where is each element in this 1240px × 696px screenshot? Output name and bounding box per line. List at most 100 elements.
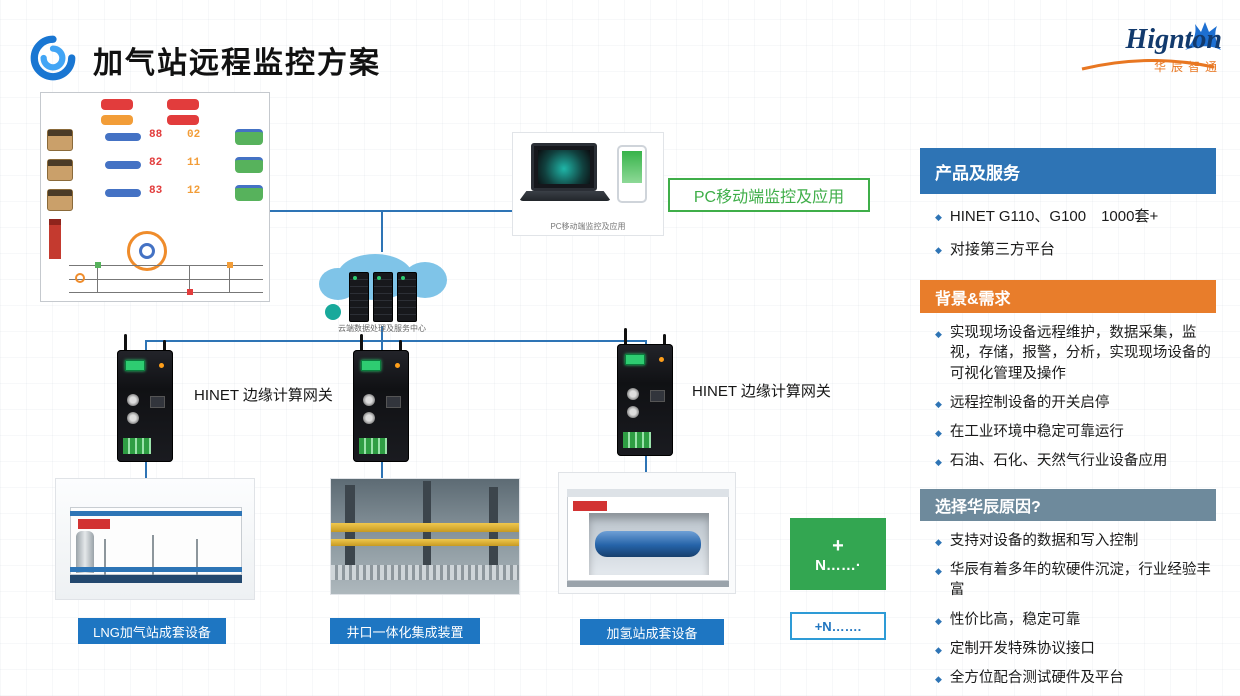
gateway-port	[127, 394, 139, 406]
gateway-label-right: HINET 边缘计算网关	[692, 383, 831, 400]
list-item-text: 在工业环境中稳定可靠运行	[949, 424, 1124, 441]
cloud-server-graphic: 云端数据处理及服务中心	[311, 248, 453, 333]
gateway-led	[659, 357, 664, 362]
pc-photo-caption: PC移动端监控及应用	[550, 222, 626, 231]
equipment-label-wellhead: 井口一体化集成装置	[330, 618, 480, 644]
more-devices-label: +N…….	[790, 612, 886, 640]
scada-label-chip	[105, 189, 141, 197]
list-item-text: HINET G110、G100 1000套+	[949, 208, 1159, 225]
brand-logo: Hignton 华辰智通	[1062, 22, 1222, 94]
terminal-block	[623, 432, 651, 448]
section-why-us-items: ◆ 支持对设备的数据和写入控制 ◆ 华辰有着多年的软硬件沉淀，行业经验丰富 ◆ …	[920, 521, 1216, 696]
gateway-screen	[125, 360, 145, 371]
lng-pipe	[104, 539, 106, 575]
ethernet-port	[650, 390, 665, 402]
antenna-icon	[124, 334, 127, 350]
scada-screenshot: 88 02 82 11 83 12	[40, 92, 270, 302]
server-tower	[397, 272, 417, 322]
security-badge-icon	[325, 304, 341, 320]
equipment-label-lng: LNG加气站成套设备	[78, 618, 226, 644]
deer-swoosh-icon	[1182, 20, 1224, 59]
compressor-cylinder	[595, 531, 701, 557]
diamond-bullet-icon: ◆	[935, 566, 942, 577]
server-tower	[349, 272, 369, 322]
gateway-port	[627, 388, 639, 400]
ethernet-port	[386, 396, 401, 408]
scada-metric: 02	[187, 129, 201, 141]
scada-metric: 12	[187, 185, 201, 197]
diamond-bullet-icon: ◆	[935, 457, 942, 468]
scada-metric: 11	[187, 157, 201, 169]
section-header-why-us: 选择华辰原因?	[920, 488, 1216, 521]
connector-line	[145, 342, 147, 352]
scada-metric: 88	[149, 129, 163, 141]
connector-line	[381, 326, 383, 342]
lng-pipe	[152, 535, 154, 575]
diamond-bullet-icon: ◆	[935, 644, 942, 655]
company-swirl-icon	[27, 32, 79, 84]
scada-button	[101, 99, 133, 110]
antenna-icon	[399, 340, 402, 350]
diamond-bullet-icon: ◆	[935, 674, 942, 685]
list-item: ◆ 远程控制设备的开关启停	[935, 393, 1212, 413]
info-panel: 产品及服务 ◆ HINET G110、G100 1000套+ ◆ 对接第三方平台…	[920, 148, 1216, 696]
scada-flow-ring	[127, 231, 167, 271]
container-roof	[567, 489, 729, 497]
connector-line	[145, 462, 147, 480]
lng-unit	[70, 507, 242, 575]
scada-pipe-line	[69, 292, 263, 293]
gateway-port	[363, 412, 375, 424]
antenna-icon	[663, 334, 666, 344]
more-devices-box: + N……·	[790, 518, 886, 590]
laptop-base	[519, 191, 611, 201]
diamond-bullet-icon: ◆	[935, 398, 942, 409]
n-ellipsis: N……·	[815, 556, 861, 574]
list-item-text: 全方位配合测试硬件及平台	[949, 670, 1124, 687]
section-background-items: ◆ 实现现场设备远程维护，数据采集，监视，存储，报警，分析，实现现场设备的可视化…	[920, 313, 1216, 489]
gateway-port	[363, 394, 375, 406]
scada-valve	[187, 289, 193, 295]
scada-label-chip	[105, 133, 141, 141]
lng-base-frame	[70, 575, 242, 583]
scada-pipe-line	[97, 265, 98, 292]
scada-pipe-line	[69, 279, 263, 280]
section-header-background: 背景&需求	[920, 280, 1216, 313]
laptop-screen	[531, 143, 597, 191]
wellhead-device-photo	[330, 478, 520, 595]
scada-button	[167, 99, 199, 110]
hydrogen-station-photo	[558, 472, 736, 594]
diamond-bullet-icon: ◆	[935, 428, 942, 439]
page-title: 加气站远程监控方案	[93, 47, 381, 80]
section-header-products: 产品及服务	[920, 148, 1216, 194]
list-item-text: 对接第三方平台	[949, 241, 1055, 258]
yellow-pipe	[331, 539, 519, 546]
scada-pipe-line	[189, 265, 190, 292]
scada-status-tile	[235, 157, 263, 173]
edge-gateway-device-3	[617, 328, 673, 456]
scada-device-thumb	[47, 129, 73, 151]
gateway-led	[159, 363, 164, 368]
connector-line	[145, 340, 647, 342]
list-item: ◆ 支持对设备的数据和写入控制	[935, 531, 1212, 551]
gateway-screen	[625, 354, 645, 365]
edge-gateway-device-1	[117, 334, 173, 462]
yellow-pipe	[331, 523, 519, 532]
edge-gateway-device-2	[353, 334, 409, 462]
equipment-label-hydrogen: 加氢站成套设备	[580, 619, 724, 645]
list-item: ◆ 性价比高，稳定可靠	[935, 610, 1212, 630]
scada-label-chip	[105, 161, 141, 169]
scada-metric: 82	[149, 157, 163, 169]
scada-dispenser-graphic	[49, 219, 61, 259]
list-item: ◆ 实现现场设备远程维护，数据采集，监视，存储，报警，分析，实现现场设备的可视化…	[935, 323, 1212, 384]
scada-metric: 83	[149, 185, 163, 197]
diamond-bullet-icon: ◆	[935, 212, 942, 222]
list-item: ◆ 石油、石化、天然气行业设备应用	[935, 451, 1212, 471]
list-item: ◆ HINET G110、G100 1000套+	[935, 206, 1212, 227]
connector-line	[381, 462, 383, 480]
lng-pipe	[196, 539, 198, 575]
lng-blue-band-bottom	[70, 567, 242, 572]
connector-line	[381, 342, 383, 352]
list-item: ◆ 定制开发特殊协议接口	[935, 639, 1212, 659]
scada-device-thumb	[47, 189, 73, 211]
